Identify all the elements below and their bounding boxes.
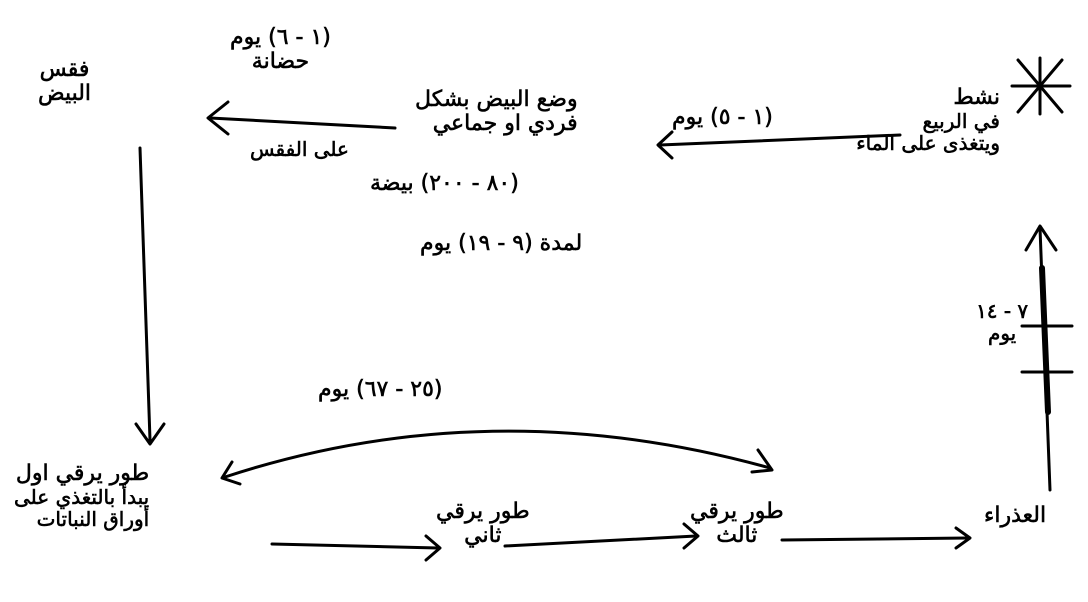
node-first-instar: طور يرقي اول يبدأ بالتغذي على أوراق النب… bbox=[14, 461, 150, 532]
arrow-eggs-to-hatch bbox=[206, 100, 397, 136]
arrow-larva-duration-curve bbox=[220, 429, 774, 486]
node-eggs-laid: وضع البيض بشكل فردي او جماعي bbox=[415, 87, 578, 137]
pupa-period-line-2: يوم bbox=[987, 321, 1017, 345]
active-line-2: في الربيع bbox=[922, 109, 1000, 134]
node-hatch-period: (١ - ٦) يوم حضانة bbox=[230, 25, 331, 75]
edge-label-eggs-period: (١ - ٥) يوم bbox=[672, 105, 773, 130]
node-active-worm: نشط في الربيع ويتغذى على الماء bbox=[856, 85, 1000, 156]
active-line-1: نشط bbox=[953, 85, 1000, 110]
node-egg-hatch: فقس البيض bbox=[38, 57, 92, 107]
node-second-instar: طور يرقي ثاني bbox=[436, 499, 530, 549]
hatch-period-line-2: حضانة bbox=[251, 49, 310, 75]
arrow-second-to-third-instar bbox=[503, 522, 700, 550]
node-larva-period: (٢٥ - ٦٧) يوم bbox=[318, 377, 443, 402]
first-instar-line-1: طور يرقي اول bbox=[15, 461, 150, 486]
third-instar-line-1: طور يرقي bbox=[690, 499, 784, 524]
arrow-first-to-second-instar bbox=[270, 534, 442, 562]
hatch-line-2: البيض bbox=[38, 81, 92, 107]
second-instar-line-2: ثاني bbox=[464, 523, 502, 549]
edge-label-on-hatch: على الفقس bbox=[250, 137, 350, 161]
second-instar-line-1: طور يرقي bbox=[436, 499, 530, 524]
node-pupa-period: ٧ - ١٤ يوم bbox=[976, 299, 1029, 345]
node-pupa: العذراء bbox=[984, 503, 1047, 528]
node-third-instar: طور يرقي ثالث bbox=[690, 499, 784, 549]
hatch-period-line-1: (١ - ٦) يوم bbox=[230, 25, 331, 50]
first-instar-line-2: يبدأ بالتغذي على bbox=[14, 485, 150, 510]
node-embryo-period: لمدة (٩ - ١٩) يوم bbox=[420, 231, 583, 256]
asterisk-icon bbox=[1010, 56, 1072, 116]
eggs-line-2: فردي او جماعي bbox=[432, 111, 578, 137]
third-instar-line-2: ثالث bbox=[716, 523, 758, 549]
arrow-third-to-pupa bbox=[780, 526, 972, 550]
arrow-active-to-eggs bbox=[656, 130, 902, 160]
pupa-period-line-1: ٧ - ١٤ bbox=[976, 299, 1029, 323]
hatch-line-1: فقس bbox=[39, 57, 90, 82]
active-line-3: ويتغذى على الماء bbox=[856, 131, 1000, 156]
arrow-hatch-to-first-instar bbox=[134, 146, 166, 446]
node-eggs-count: (٨٠ - ٢٠٠) بيضة bbox=[370, 171, 519, 196]
eggs-line-1: وضع البيض بشكل bbox=[415, 87, 578, 112]
arrow-pupa-to-active bbox=[1020, 224, 1074, 492]
first-instar-line-3: أوراق النباتات bbox=[36, 507, 150, 532]
